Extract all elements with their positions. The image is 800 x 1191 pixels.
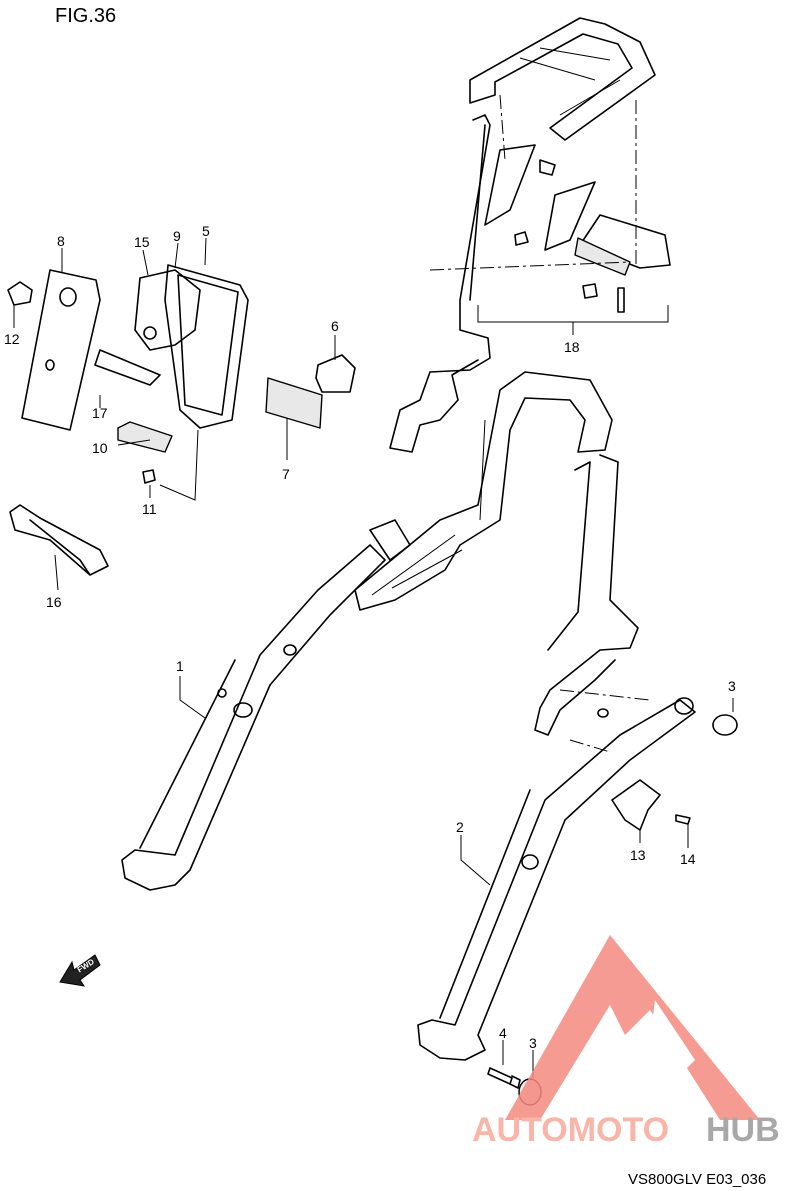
callouts: 1 2 3 3 4 5 6 7 8 9 10 11 12 13 14 15 16…	[4, 223, 736, 1051]
callout-8: 8	[57, 233, 65, 249]
figure-title: FIG.36	[55, 5, 116, 27]
bolt-4	[487, 1067, 521, 1089]
callout-15: 15	[134, 234, 150, 250]
leader-lines	[13, 237, 734, 1078]
fwd-arrow: FWD	[59, 954, 101, 987]
callout-16: 16	[46, 594, 62, 610]
callout-17: 17	[92, 405, 108, 421]
callout-7: 7	[282, 466, 290, 482]
lamp-assembly	[7, 264, 356, 501]
callout-1: 1	[176, 658, 184, 674]
frame-pipe-1	[121, 544, 386, 891]
callout-18: 18	[564, 339, 580, 355]
watermark-text-auto: AUTOMOTO	[472, 1111, 669, 1149]
watermark-logo	[505, 935, 760, 1120]
screw-14	[675, 814, 691, 825]
callout-3: 3	[529, 1035, 537, 1051]
callout-12: 12	[4, 331, 20, 347]
model-code: VS800GLV E03_036	[628, 1171, 766, 1188]
frame-pipe-2	[417, 689, 696, 1061]
bracket-13	[611, 779, 661, 831]
callout-14: 14	[680, 851, 696, 867]
watermark: AUTOMOTO HUB	[472, 935, 780, 1149]
backrest-frame	[354, 371, 639, 736]
watermark-text-hub: HUB	[706, 1111, 780, 1149]
cap-3-upper	[712, 714, 738, 736]
callout-2: 2	[456, 819, 464, 835]
callout-5: 5	[202, 223, 210, 239]
callout-13: 13	[630, 847, 646, 863]
callout-4: 4	[499, 1025, 507, 1041]
callout-10: 10	[92, 440, 108, 456]
callout-6: 6	[331, 318, 339, 334]
pliers-16	[9, 504, 109, 576]
carrier-rack	[389, 17, 671, 453]
callout-3: 3	[728, 678, 736, 694]
callout-11: 11	[142, 501, 157, 517]
callout-9: 9	[173, 228, 181, 244]
